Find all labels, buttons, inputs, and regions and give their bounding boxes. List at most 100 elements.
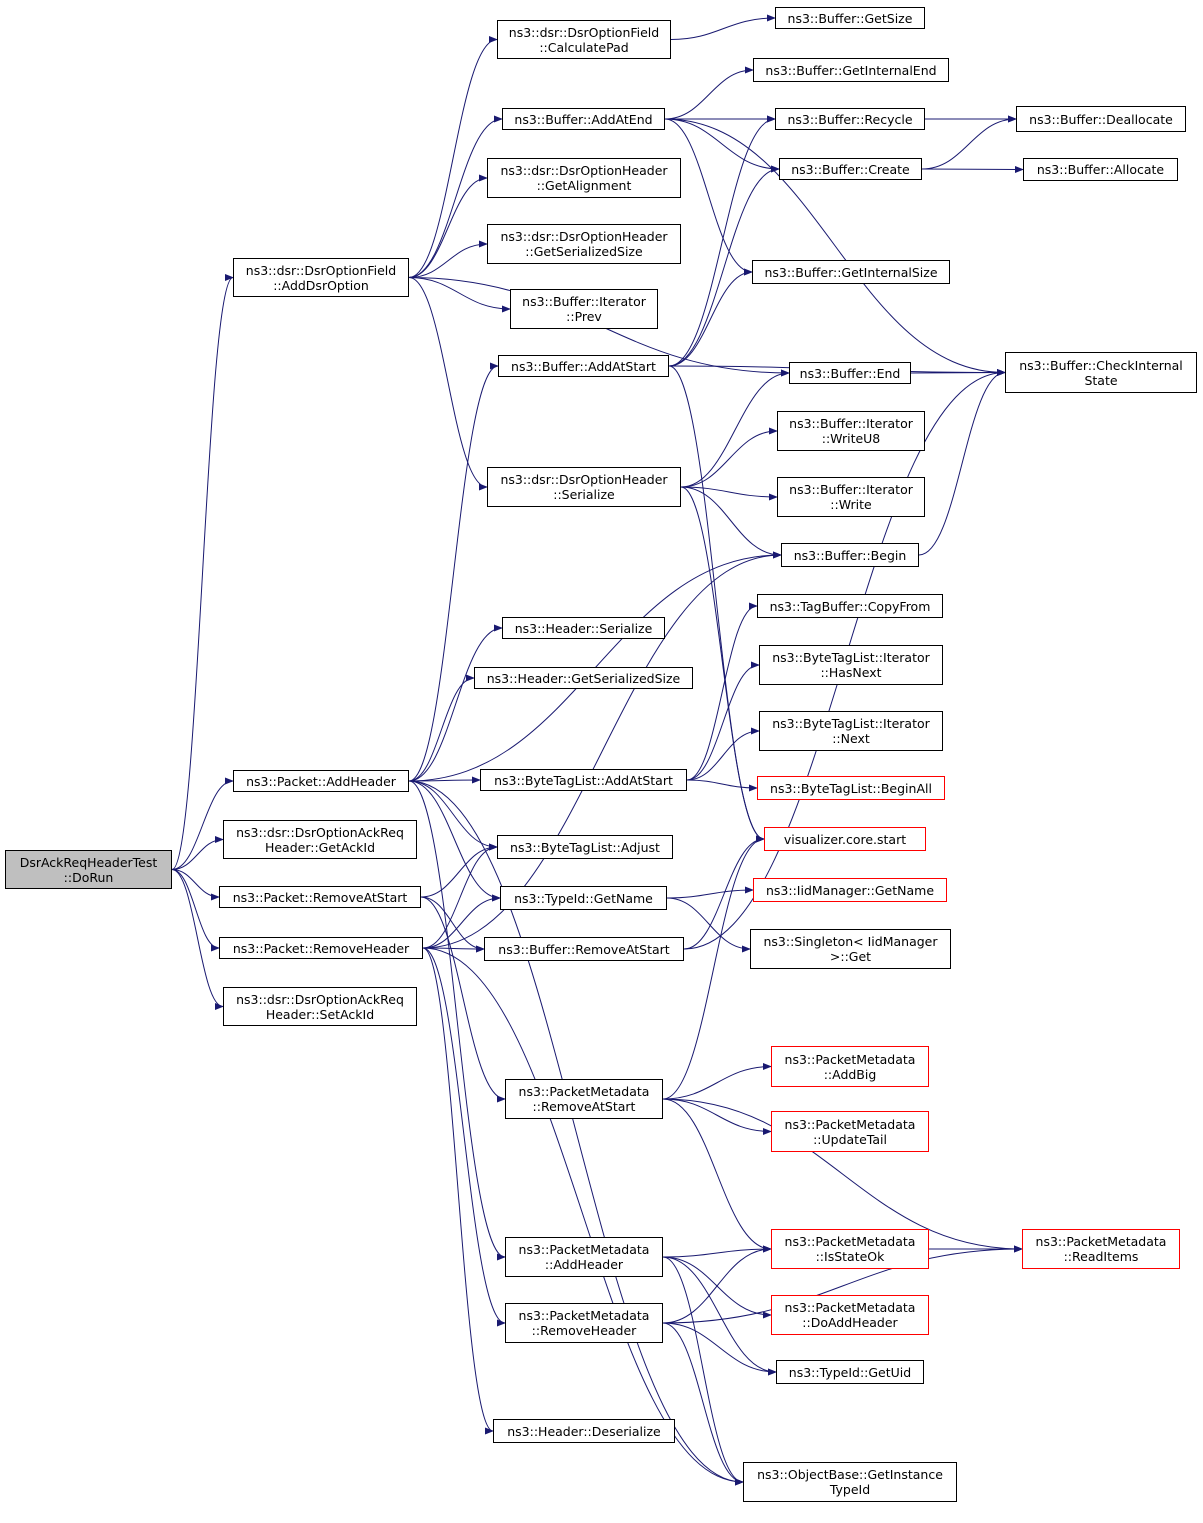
node-buf-end[interactable]: ns3::Buffer::End <box>789 362 911 384</box>
edge-root-to-add-dsr-option <box>171 274 234 870</box>
node-label-line: ns3::dsr::DsrOptionHeader <box>500 163 668 178</box>
node-pm-add-header[interactable]: ns3::PacketMetadata::AddHeader <box>505 1237 663 1277</box>
node-get-size[interactable]: ns3::Buffer::GetSize <box>775 7 925 29</box>
node-read-items[interactable]: ns3::PacketMetadata::ReadItems <box>1022 1229 1180 1269</box>
edge-pkt-add-header-to-hdr-get-ser-size <box>408 674 475 782</box>
node-add-big[interactable]: ns3::PacketMetadata::AddBig <box>771 1046 929 1087</box>
edge-add-at-start-to-create <box>668 165 780 367</box>
node-label-line: ns3::Buffer::CheckInternal <box>1019 357 1183 373</box>
node-label-line: ns3::Header::Serialize <box>514 620 653 636</box>
node-label-line: ns3::Packet::RemoveAtStart <box>232 889 408 905</box>
edge-pkt-remove-header-to-type-get-name <box>422 894 501 949</box>
edge-btl-add-at-start-to-copy-from <box>686 602 758 781</box>
node-label-line: ::GetAlignment <box>536 178 632 193</box>
node-label-line: DsrAckReqHeaderTest <box>19 854 158 870</box>
edge-pm-add-header-to-is-state-ok <box>662 1245 772 1258</box>
node-pm-remove-at-start[interactable]: ns3::PacketMetadata::RemoveAtStart <box>505 1079 663 1119</box>
edge-add-at-end-to-check-internal-state <box>664 118 1006 377</box>
node-label-line: ns3::dsr::DsrOptionAckReq <box>236 991 404 1007</box>
edge-opt-serialize-to-viz-start <box>680 486 765 843</box>
edge-pkt-add-header-to-btl-adjust <box>408 780 498 851</box>
node-get-uid[interactable]: ns3::TypeId::GetUid <box>776 1360 924 1384</box>
node-begin-all[interactable]: ns3::ByteTagList::BeginAll <box>757 776 945 800</box>
edge-pm-remove-at-start-to-is-state-ok <box>662 1098 772 1253</box>
node-label-line: ns3::PacketMetadata <box>784 1234 916 1249</box>
node-create[interactable]: ns3::Buffer::Create <box>779 158 922 180</box>
edge-root-to-pkt-remove-header <box>171 869 220 952</box>
node-label-line: ns3::Packet::AddHeader <box>246 773 396 789</box>
node-calc-pad[interactable]: ns3::dsr::DsrOptionField::CalculatePad <box>497 20 671 59</box>
node-btl-add-at-start[interactable]: ns3::ByteTagList::AddAtStart <box>480 769 687 791</box>
edge-opt-serialize-to-write-u8 <box>680 427 778 488</box>
edge-pkt-add-header-to-pm-add-header <box>408 780 506 1261</box>
node-label-line: ns3::TypeId::GetName <box>514 890 653 906</box>
node-iid-get-name[interactable]: ns3::IidManager::GetName <box>753 878 947 902</box>
node-pkt-remove-header[interactable]: ns3::Packet::RemoveHeader <box>219 937 423 959</box>
edge-pkt-add-header-to-add-at-start <box>408 362 499 782</box>
node-hdr-deserialize[interactable]: ns3::Header::Deserialize <box>493 1419 675 1443</box>
edge-pm-remove-header-to-read-items <box>662 1245 1023 1324</box>
edge-add-dsr-option-to-opt-get-ser-size <box>408 240 488 278</box>
node-label-line: ::IsStateOk <box>815 1249 885 1264</box>
node-label-line: ns3::ByteTagList::AddAtStart <box>494 772 673 788</box>
node-write-u8[interactable]: ns3::Buffer::Iterator::WriteU8 <box>777 411 925 451</box>
node-is-state-ok[interactable]: ns3::PacketMetadata::IsStateOk <box>771 1229 929 1269</box>
node-iter-prev[interactable]: ns3::Buffer::Iterator::Prev <box>510 289 658 329</box>
edge-pm-remove-header-to-get-instance-type-id <box>662 1322 744 1486</box>
edge-pm-remove-header-to-get-uid <box>662 1322 777 1376</box>
node-label-line: ::UpdateTail <box>813 1131 887 1147</box>
node-label-line: ::HasNext <box>820 665 882 680</box>
node-label-line: ns3::Buffer::AddAtStart <box>511 358 656 374</box>
edge-btl-add-at-start-to-begin-all <box>686 779 758 792</box>
node-get-alignment[interactable]: ns3::dsr::DsrOptionHeader::GetAlignment <box>487 158 681 198</box>
node-add-at-end[interactable]: ns3::Buffer::AddAtEnd <box>502 108 665 130</box>
edge-pm-add-header-to-get-instance-type-id <box>662 1256 744 1486</box>
node-label-line: ns3::IidManager::GetName <box>765 882 935 898</box>
edge-pkt-remove-header-to-hdr-deserialize <box>422 947 494 1435</box>
node-label-line: ns3::TypeId::GetUid <box>788 1364 912 1380</box>
node-copy-from[interactable]: ns3::TagBuffer::CopyFrom <box>757 594 943 618</box>
node-label-line: ::ReadItems <box>1063 1249 1139 1264</box>
node-opt-serialize[interactable]: ns3::dsr::DsrOptionHeader::Serialize <box>487 467 681 507</box>
node-type-get-name[interactable]: ns3::TypeId::GetName <box>500 886 667 910</box>
node-recycle[interactable]: ns3::Buffer::Recycle <box>775 108 925 130</box>
edge-pkt-add-header-to-hdr-serialize <box>408 624 503 782</box>
node-write[interactable]: ns3::Buffer::Iterator::Write <box>777 477 925 517</box>
node-update-tail[interactable]: ns3::PacketMetadata::UpdateTail <box>771 1111 929 1152</box>
edge-add-at-end-to-create <box>664 118 780 173</box>
node-label-line: ns3::dsr::DsrOptionField <box>508 24 660 40</box>
node-pkt-add-header[interactable]: ns3::Packet::AddHeader <box>233 770 409 792</box>
node-get-internal-size[interactable]: ns3::Buffer::GetInternalSize <box>752 260 950 284</box>
edge-create-to-deallocate <box>921 115 1017 170</box>
node-label-line: >::Get <box>829 949 872 964</box>
node-btl-adjust[interactable]: ns3::ByteTagList::Adjust <box>497 835 673 859</box>
node-buf-begin[interactable]: ns3::Buffer::Begin <box>781 543 919 567</box>
node-add-at-start[interactable]: ns3::Buffer::AddAtStart <box>498 355 669 377</box>
node-has-next[interactable]: ns3::ByteTagList::Iterator::HasNext <box>759 645 943 685</box>
node-do-add-header[interactable]: ns3::PacketMetadata::DoAddHeader <box>771 1295 929 1335</box>
node-get-internal-end[interactable]: ns3::Buffer::GetInternalEnd <box>753 58 949 82</box>
node-pkt-remove-at-start[interactable]: ns3::Packet::RemoveAtStart <box>219 886 421 908</box>
node-opt-get-ser-size[interactable]: ns3::dsr::DsrOptionHeader::GetSerialized… <box>487 224 681 264</box>
node-add-dsr-option[interactable]: ns3::dsr::DsrOptionField::AddDsrOption <box>233 258 409 297</box>
node-label-line: ::DoRun <box>63 869 114 885</box>
node-deallocate[interactable]: ns3::Buffer::Deallocate <box>1016 106 1186 132</box>
node-viz-start[interactable]: visualizer.core.start <box>764 827 926 851</box>
node-root: DsrAckReqHeaderTest::DoRun <box>5 850 172 889</box>
node-hdr-serialize[interactable]: ns3::Header::Serialize <box>502 617 665 639</box>
node-label-line: ns3::Buffer::RemoveAtStart <box>498 941 670 957</box>
node-buf-remove-at-start[interactable]: ns3::Buffer::RemoveAtStart <box>484 937 684 961</box>
node-singleton-get[interactable]: ns3::Singleton< IidManager>::Get <box>750 929 951 969</box>
node-hdr-get-ser-size[interactable]: ns3::Header::GetSerializedSize <box>474 667 693 689</box>
edge-add-at-start-to-get-internal-size <box>668 268 753 367</box>
node-next[interactable]: ns3::ByteTagList::Iterator::Next <box>759 711 943 751</box>
node-label-line: ::AddHeader <box>544 1257 624 1272</box>
node-label-line: ns3::PacketMetadata <box>784 1300 916 1315</box>
node-allocate[interactable]: ns3::Buffer::Allocate <box>1023 158 1178 181</box>
edge-pkt-remove-at-start-to-pm-remove-at-start <box>420 896 506 1103</box>
node-pm-remove-header[interactable]: ns3::PacketMetadata::RemoveHeader <box>505 1303 663 1343</box>
